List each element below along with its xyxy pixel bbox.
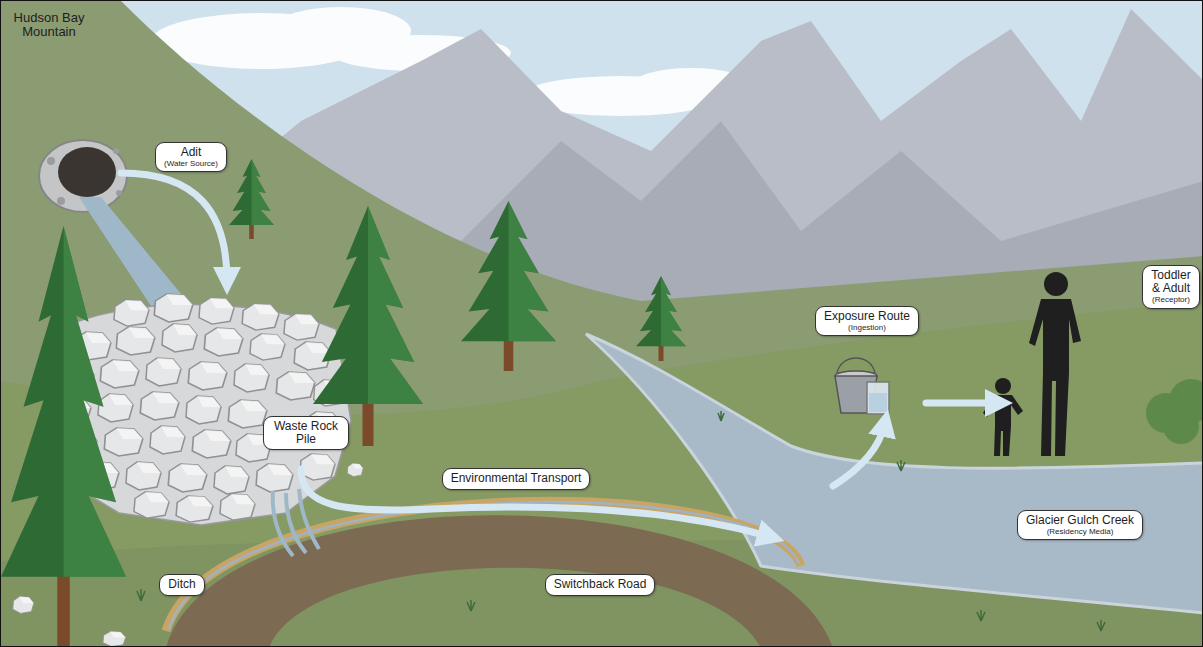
label-title: Glacier Gulch Creek [1026,514,1134,527]
label-subtitle: (Residency Media) [1026,528,1134,537]
label-box: Exposure Route(Ingestion) [815,306,919,337]
label-box: Adit(Water Source) [155,142,227,173]
label-subtitle: (Ingestion) [824,324,910,333]
place-name: Hudson Bay Mountain [8,11,90,40]
label-box: Toddler & Adult(Receptor) [1142,265,1200,309]
label-title: Toddler & Adult [1148,269,1194,295]
label-box: Waste Rock Pile [263,416,349,450]
label-box: Ditch [159,574,204,595]
label-title: Exposure Route [824,310,910,323]
label-title: Environmental Transport [451,472,582,485]
label-title: Waste Rock Pile [272,420,340,446]
label-title: Ditch [168,578,195,591]
label-subtitle: (Receptor) [1148,296,1194,305]
label-subtitle: (Water Source) [164,160,218,169]
label-box: Switchback Road [545,574,656,595]
label-title: Switchback Road [554,578,647,591]
label-title: Adit [164,146,218,159]
label-box: Glacier Gulch Creek(Residency Media) [1017,510,1143,541]
label-box: Environmental Transport [442,468,591,489]
